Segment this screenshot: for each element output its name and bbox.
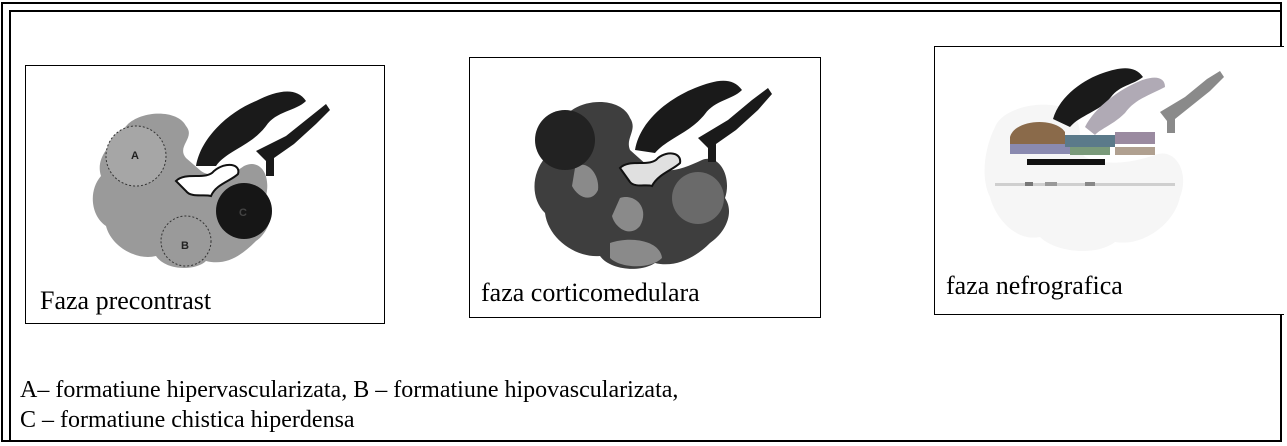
label-b: B: [181, 240, 189, 252]
label-c: C: [239, 207, 247, 219]
lesion-c-gray: [672, 172, 724, 224]
lesion-a-dark: [535, 110, 595, 170]
artifact-dot-1: [1025, 182, 1033, 186]
fragment-c: [1115, 132, 1155, 144]
legend-line-1: A– formatiune hipervascularizata, B – fo…: [20, 378, 678, 402]
artifact-dot-3: [1085, 182, 1095, 186]
renal-vein: [196, 92, 306, 166]
caption-precontrast: Faza precontrast: [40, 288, 211, 314]
caption-corticomedulara: faza corticomedulara: [481, 280, 700, 306]
fragment-d: [1070, 147, 1110, 155]
caption-nefrografica: faza nefrografica: [946, 273, 1123, 299]
kidney-ghost: [985, 105, 1184, 251]
artifact-dot-2: [1045, 182, 1057, 186]
fragment-b: [1065, 135, 1115, 147]
fragment-e: [1115, 147, 1155, 155]
legend-line-2: C – formatiune chistica hiperdensa: [20, 408, 355, 432]
kidney-precontrast-illustration: A B C: [26, 66, 384, 323]
panel-precontrast: A B C Faza precontrast: [25, 65, 385, 324]
fragment-a2: [1010, 144, 1070, 154]
artifact-bar: [1027, 159, 1105, 165]
panel-corticomedulara: faza corticomedulara: [469, 57, 821, 318]
renal-artery: [1160, 71, 1224, 133]
renal-vein: [635, 81, 742, 153]
panel-nefrografica: faza nefrografica: [934, 46, 1284, 315]
label-a: A: [131, 150, 139, 162]
